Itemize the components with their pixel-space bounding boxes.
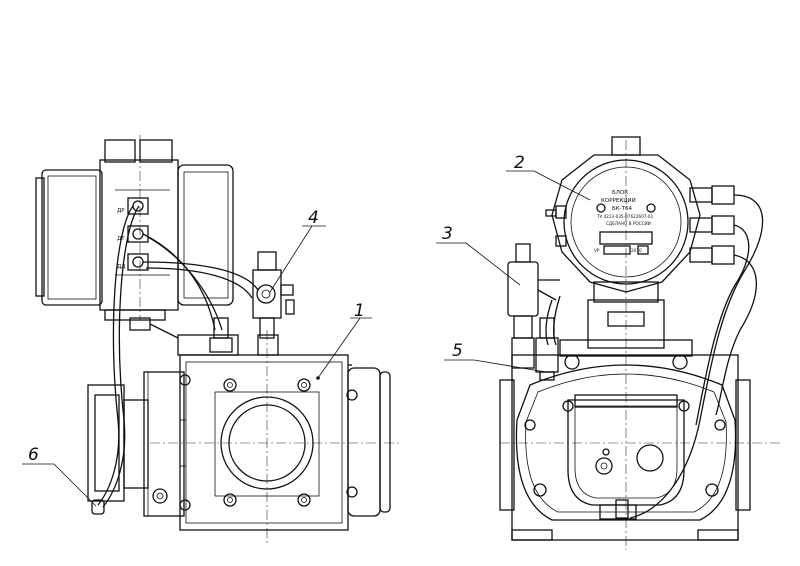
plate-line-4: ТУ 4213-035-07622607-01 [596,214,654,219]
counter-mechanism [562,394,690,520]
temperature-sensor-front [507,243,560,369]
right-front-view: БЛОК КОРРЕКЦИИ БК-Т64 ТУ 4213-035-076226… [499,136,780,550]
callout-2: 2 [506,153,591,201]
plate-line-3: БК-Т64 [612,206,633,212]
pressure-sensor [252,251,295,339]
callout-3: 3 [436,224,521,286]
mounting-bracket [129,317,279,356]
display-mark: VP [594,248,600,253]
plate-line-2: КОРРЕКЦИИ [601,198,636,204]
meter-body-left [179,354,391,531]
plate-line-5: СДЕЛАНО В РОССИИ [606,221,651,226]
callout-6: 6 [22,445,97,507]
rear-housing [87,371,185,517]
plate-line-1: БЛОК [612,190,628,196]
pressure-tap-front [535,317,559,381]
left-side-view: ДР ДТ ДД [35,135,400,545]
temperature-probe-left [209,317,233,353]
callout-2-number: 2 [514,153,525,173]
meter-body-front [499,354,751,541]
connector-label-dr: ДР [117,208,125,214]
callout-5: 5 [444,341,547,373]
callout-6-number: 6 [28,445,39,465]
callout-1: 1 [316,301,372,380]
callout-4-number: 4 [308,208,319,228]
callout-4: 4 [269,208,326,293]
callout-5-number: 5 [452,341,463,361]
mounting-post [559,299,693,357]
callout-3-number: 3 [442,224,453,244]
cable-gland [91,499,105,515]
callouts: 1 2 3 4 5 6 [22,153,591,507]
connector-label-dd: ДД [117,264,126,270]
left-cables [97,205,259,508]
callout-1-number: 1 [354,301,365,321]
correction-unit-left: ДР ДТ ДД [35,139,234,321]
correction-unit-front: БЛОК КОРРЕКЦИИ БК-Т64 ТУ 4213-035-076226… [545,136,735,303]
display-value: 2010 [631,248,642,253]
